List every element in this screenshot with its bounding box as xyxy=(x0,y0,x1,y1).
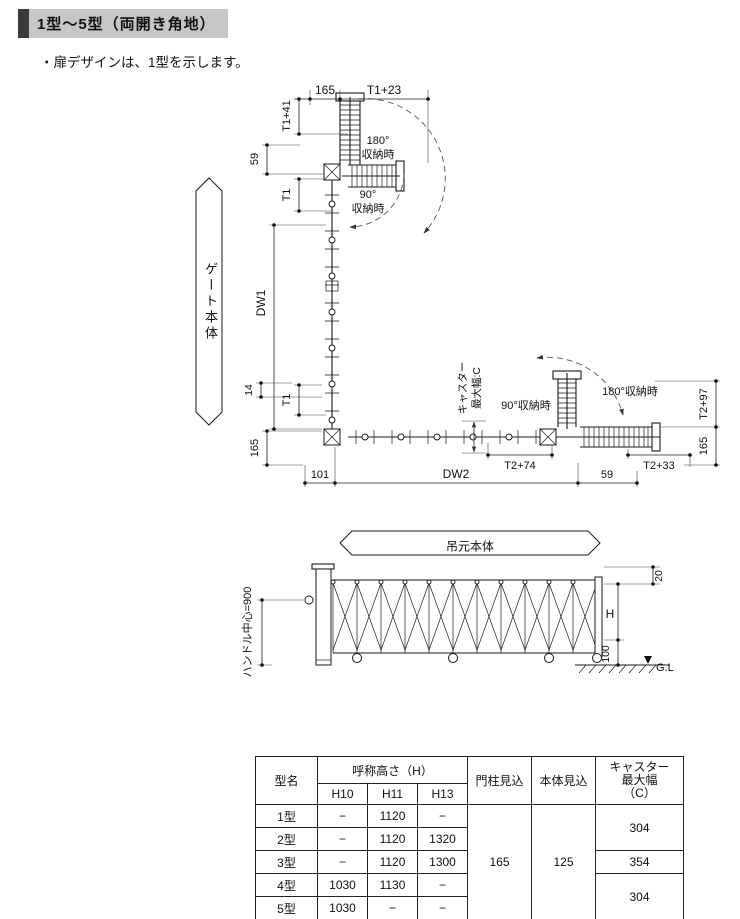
cell-type1-name: 1型 xyxy=(255,804,318,828)
table-row-type3: 3型 − 1120 1300 354 xyxy=(255,850,684,874)
cell-caster-width-4-5: 304 xyxy=(595,873,684,919)
cell-type3-h10: − xyxy=(317,850,368,874)
col-header-height-group: 呼称高さ（H） xyxy=(317,756,468,784)
dim-handle-center-900: ハンドル中心=900 xyxy=(241,587,254,678)
elevation-gate xyxy=(304,563,603,666)
cell-type4-h10: 1030 xyxy=(317,873,368,897)
dim-dw2: DW2 xyxy=(443,467,470,481)
dim-t1-lower: T1 xyxy=(281,394,293,407)
hanging-body-label: 吊元本体 xyxy=(446,540,494,554)
dim-t2-plus-97: T2+97 xyxy=(698,388,710,420)
ground-level-marker-icon xyxy=(644,656,652,664)
cell-pillar-depth: 165 xyxy=(467,804,532,919)
label-90-storage-top-line1: 90° xyxy=(360,189,377,201)
horizontal-gate-plan xyxy=(348,430,540,444)
hanging-body-callout: 吊元本体 xyxy=(339,530,601,556)
section-header: 1型～5型（両開き角地） xyxy=(18,9,228,38)
caster-wheel-icon xyxy=(448,653,458,663)
cell-type2-h10: − xyxy=(317,827,368,851)
label-180-storage-right: 180°収納時 xyxy=(602,385,658,398)
col-header-type: 型名 xyxy=(255,756,318,805)
handle-icon xyxy=(304,595,314,605)
label-caster-max-width-line1: キャスター xyxy=(457,362,469,415)
ground-level-label: G.L xyxy=(656,662,674,674)
col-header-caster-width: キャスター 最大幅 （C） xyxy=(595,756,684,805)
dim-t1-plus-23: T1+23 xyxy=(367,83,402,97)
cell-type4-h13: − xyxy=(417,873,468,897)
caster-wheel-icon xyxy=(544,653,554,663)
dim-165-top: 165 xyxy=(315,83,335,97)
caster-wheel-icon xyxy=(592,653,602,663)
cell-type1-h10: − xyxy=(317,804,368,828)
caster-wheel-icon xyxy=(352,653,362,663)
dim-t1-plus-41: T1+41 xyxy=(281,100,293,132)
elevation-dimension-lines xyxy=(257,565,660,667)
top-folded-gate xyxy=(323,92,405,192)
cell-type4-name: 4型 xyxy=(255,873,318,897)
cell-caster-width-1-2: 304 xyxy=(595,804,684,851)
table-row-type5: 5型 1030 − − xyxy=(255,896,684,919)
dim-dw1: DW1 xyxy=(254,289,268,316)
cell-body-depth: 125 xyxy=(531,804,596,919)
design-note: ・扉デザインは、1型を示します。 xyxy=(40,55,249,70)
cell-type1-h11: 1120 xyxy=(367,804,418,828)
dim-101: 101 xyxy=(311,469,329,481)
plan-and-elevation-drawing: 吊元本体 165 T1+23 T1+41 59 T1 xyxy=(195,83,720,678)
cell-type1-h13: − xyxy=(417,804,468,828)
dim-165-left: 165 xyxy=(249,439,261,457)
dim-t2-plus-33: T2+33 xyxy=(643,460,675,472)
cell-type5-h13: − xyxy=(417,896,468,919)
label-180-storage-top-line2: 収納時 xyxy=(362,148,395,161)
col-header-h13: H13 xyxy=(417,783,468,805)
cell-type2-h11: 1120 xyxy=(367,827,418,851)
col-header-h11: H11 xyxy=(367,783,418,805)
dim-59-top: 59 xyxy=(249,153,261,165)
cell-type5-h10: 1030 xyxy=(317,896,368,919)
ground-line xyxy=(575,656,670,674)
plan-dimension-lines xyxy=(256,90,720,487)
top-swing-arcs xyxy=(349,98,446,234)
right-folded-gate xyxy=(536,354,661,452)
table-header-row-1: 型名 呼称高さ（H） 門柱見込 本体見込 キャスター 最大幅 （C） xyxy=(255,756,684,805)
gate-body-label: ゲート本体 xyxy=(203,262,218,342)
label-caster-max-width-line2: 最大幅:C xyxy=(470,367,483,409)
dim-20: 20 xyxy=(653,570,665,582)
dim-165-right: 165 xyxy=(698,437,710,455)
col-header-pillar-depth: 門柱見込 xyxy=(467,756,532,805)
cell-type3-h13: 1300 xyxy=(417,850,468,874)
gate-body-callout xyxy=(195,177,223,426)
dim-59-bottom: 59 xyxy=(601,469,613,481)
label-180-storage-top-line1: 180° xyxy=(367,135,390,147)
cell-type3-h11: 1120 xyxy=(367,850,418,874)
label-90-storage-right: 90°収納時 xyxy=(501,399,551,412)
header-accent-bar xyxy=(18,9,29,38)
dim-14: 14 xyxy=(243,384,255,396)
dim-100: 100 xyxy=(600,645,612,663)
cell-type5-h11: − xyxy=(367,896,418,919)
table-row-type1: 1型 − 1120 − 165 125 304 xyxy=(255,804,684,919)
cell-type5-name: 5型 xyxy=(255,896,318,919)
cell-type2-h13: 1320 xyxy=(417,827,468,851)
col-header-body-depth: 本体見込 xyxy=(531,756,596,805)
cell-caster-width-3: 354 xyxy=(595,850,684,874)
cell-type4-h11: 1130 xyxy=(367,873,418,897)
cell-type2-name: 2型 xyxy=(255,827,318,851)
dim-h: H xyxy=(606,607,615,621)
dim-t1-upper: T1 xyxy=(281,189,293,202)
spec-table: 型名 呼称高さ（H） 門柱見込 本体見込 キャスター 最大幅 （C） H10 H… xyxy=(255,756,684,919)
page-title: 1型～5型（両開き角地） xyxy=(29,9,228,38)
vertical-gate-plan xyxy=(323,180,341,446)
table-header-row-2: H10 H11 H13 xyxy=(256,783,684,805)
dim-t2-plus-74: T2+74 xyxy=(504,460,536,472)
table-row-type2: 2型 − 1120 1320 xyxy=(255,827,684,851)
label-90-storage-top-line2: 収納時 xyxy=(352,202,385,215)
plan-dimension-dots xyxy=(259,97,718,485)
cell-type3-name: 3型 xyxy=(255,850,318,874)
col-header-h10: H10 xyxy=(317,783,368,805)
